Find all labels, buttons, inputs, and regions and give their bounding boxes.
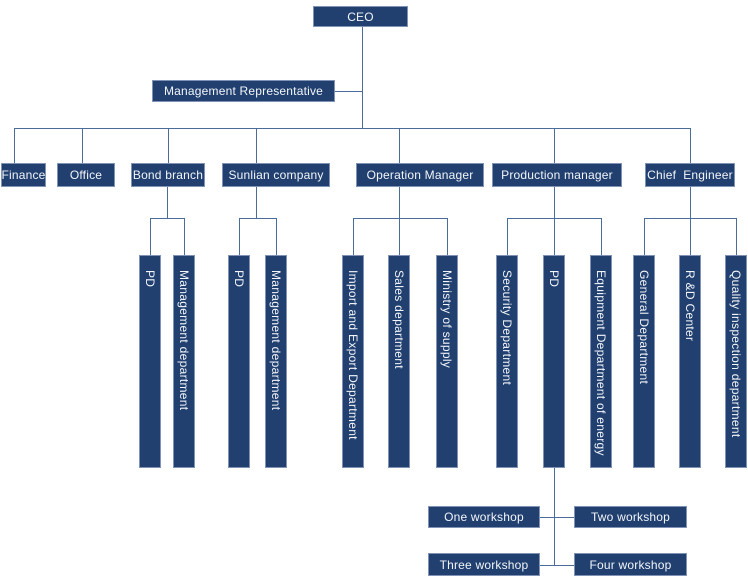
node-label: Four workshop: [589, 557, 672, 572]
org-node-bond-pd: PD: [139, 255, 161, 468]
org-node-production-pd: PD: [543, 255, 565, 468]
connector-line-drop-operation: [399, 128, 400, 163]
connector-line-workshop-row2: [540, 565, 574, 566]
node-label: General Department: [637, 270, 651, 385]
connector-line-chief-stem: [690, 187, 691, 218]
org-node-office: Office: [57, 163, 115, 187]
org-node-sales-department: Sales department: [388, 255, 410, 468]
node-label: R &D Center: [683, 270, 697, 342]
org-node-quality-inspection-department: Quality inspection department: [725, 255, 747, 468]
org-node-ministry-of-supply: Ministry of supply: [436, 255, 458, 468]
node-label: Finance: [1, 168, 46, 182]
connector-line-drop-production: [554, 128, 555, 163]
node-label: Operation Manager: [366, 168, 474, 182]
connector-line-sunlian-split: [239, 218, 277, 219]
connector-line-operation-child3: [447, 218, 448, 255]
connector-line-bond-child2: [184, 218, 185, 255]
org-node-sunlian-company: Sunlian company: [222, 163, 330, 187]
org-node-ceo: CEO: [313, 6, 408, 27]
connector-line-chief-child2: [690, 218, 691, 255]
connector-line-drop-office: [82, 128, 83, 163]
connector-line-bond-split: [150, 218, 185, 219]
node-label: PD: [547, 270, 561, 288]
connector-line-mgmt-rep: [335, 91, 362, 92]
org-node-bond-branch: Bond branch: [131, 163, 205, 187]
org-node-general-department: General Department: [633, 255, 655, 468]
node-label: Management department: [177, 270, 191, 411]
node-label: Chief Engineer: [647, 168, 733, 182]
node-label: Security Department: [500, 270, 514, 386]
connector-line-drop-chief: [690, 128, 691, 163]
connector-line-sunlian-child2: [276, 218, 277, 255]
node-label: PD: [232, 270, 246, 288]
connector-line-bond-child1: [150, 218, 151, 255]
org-node-one-workshop: One workshop: [428, 506, 540, 528]
node-label: Bond branch: [132, 168, 204, 182]
connector-line-production-child2: [554, 218, 555, 255]
connector-line-chief-child1: [644, 218, 645, 255]
node-label: Sales department: [392, 270, 406, 369]
org-node-management-representative: Management Representative: [152, 80, 335, 102]
connector-line-drop-finance: [14, 128, 15, 163]
org-node-four-workshop: Four workshop: [574, 553, 687, 576]
connector-line-main-bus: [14, 128, 690, 129]
org-node-two-workshop: Two workshop: [574, 506, 687, 528]
node-label: CEO: [347, 9, 374, 24]
connector-line-ceo-stem: [362, 27, 363, 128]
node-label: Equipment Department of energy: [594, 270, 608, 456]
node-label: Quality inspection department: [729, 270, 743, 438]
connector-line-operation-split: [353, 218, 448, 219]
org-node-equipment-department-of-energy: Equipment Department of energy: [590, 255, 612, 468]
org-node-bond-management-department: Management department: [173, 255, 195, 468]
node-label: One workshop: [444, 510, 524, 524]
node-label: Import and Export Department: [346, 270, 360, 440]
node-label: Three workshop: [439, 557, 529, 572]
org-node-chief-engineer: Chief Engineer: [645, 163, 735, 187]
connector-line-operation-stem: [399, 187, 400, 218]
org-node-sunlian-pd: PD: [228, 255, 250, 468]
node-label: PD: [143, 270, 157, 288]
connector-line-production-child3: [601, 218, 602, 255]
org-node-operation-manager: Operation Manager: [356, 163, 484, 187]
org-node-sunlian-management-department: Management department: [265, 255, 287, 468]
node-label: Two workshop: [590, 510, 671, 524]
node-label: Office: [69, 168, 103, 182]
connector-line-operation-child2: [399, 218, 400, 255]
org-node-finance: Finance: [1, 163, 46, 187]
connector-line-operation-child1: [353, 218, 354, 255]
connector-line-production-child1: [507, 218, 508, 255]
connector-line-sunlian-child1: [239, 218, 240, 255]
connector-line-sunlian-stem: [256, 187, 257, 218]
connector-line-drop-sunlian: [256, 128, 257, 163]
node-label: Ministry of supply: [440, 270, 454, 369]
connector-line-bond-stem: [167, 187, 168, 218]
connector-line-chief-child3: [736, 218, 737, 255]
node-label: Management department: [269, 270, 283, 411]
org-node-rd-center: R &D Center: [679, 255, 701, 468]
org-node-production-manager: Production manager: [492, 163, 622, 187]
node-label: Sunlian company: [228, 168, 324, 182]
node-label: Production manager: [501, 168, 613, 182]
org-node-import-export-department: Import and Export Department: [342, 255, 364, 468]
org-node-three-workshop: Three workshop: [428, 553, 540, 576]
org-node-security-department: Security Department: [496, 255, 518, 468]
connector-line-workshop-row1: [540, 517, 574, 518]
node-label: Management Representative: [163, 84, 324, 98]
connector-line-drop-bond: [168, 128, 169, 163]
connector-line-production-stem: [554, 187, 555, 218]
